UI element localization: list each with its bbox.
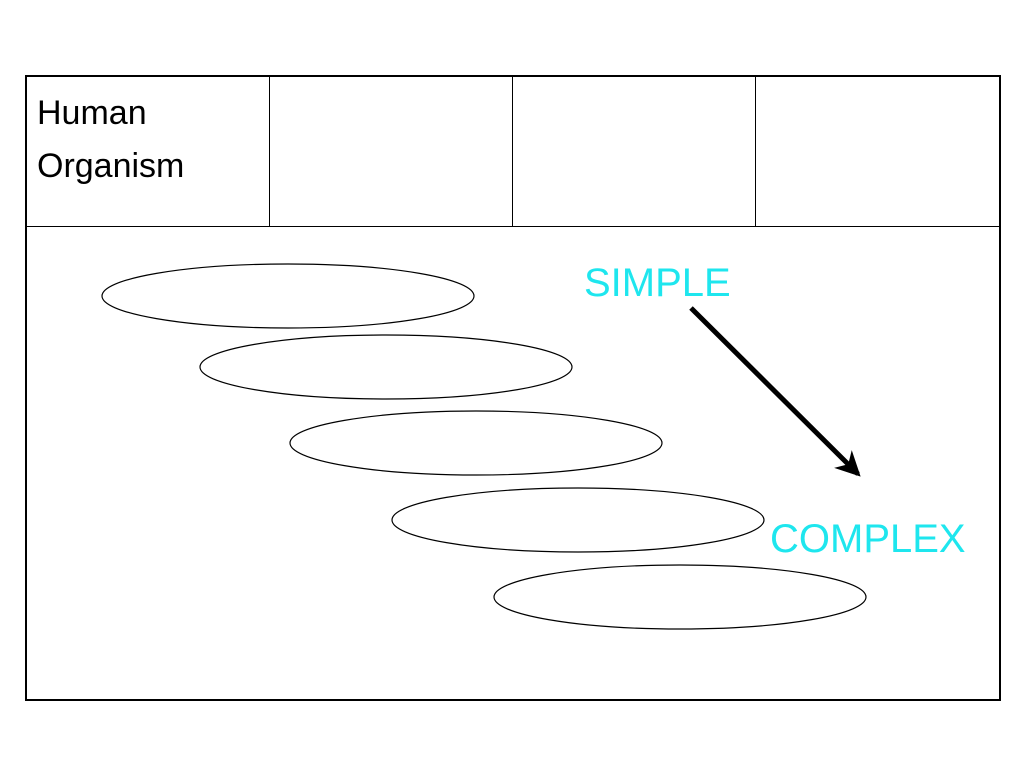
simple-to-complex-arrow	[689, 306, 861, 477]
complex-label: COMPLEX	[770, 517, 966, 561]
diagram-frame: Human Organism	[25, 75, 1001, 701]
level-ellipse-2	[199, 334, 573, 400]
simple-label: SIMPLE	[584, 261, 731, 305]
header-cell-empty	[270, 77, 513, 226]
header-cell-empty	[513, 77, 756, 226]
level-ellipse-3	[289, 410, 663, 476]
header-cell-line: Organism	[37, 147, 185, 185]
header-cell-human-organism: Human Organism	[27, 77, 270, 226]
level-ellipse-4	[391, 487, 765, 553]
header-row: Human Organism	[27, 77, 999, 227]
header-cell-line: Human	[37, 94, 147, 132]
level-ellipse-5	[493, 564, 867, 630]
level-ellipse-1	[101, 263, 475, 329]
